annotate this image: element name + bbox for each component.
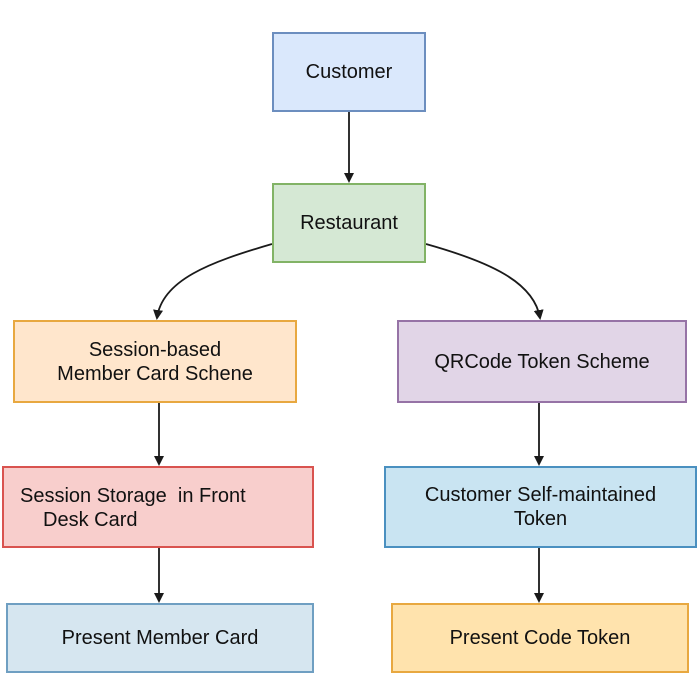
node-restaurant-label: Restaurant	[300, 212, 398, 234]
node-selftoken-label-line2: Token	[513, 508, 568, 530]
node-qrcode-token-scheme: QRCode Token Scheme	[397, 320, 687, 403]
node-storage-label-line2: Desk Card	[43, 509, 138, 531]
node-selftoken-label: Customer Self-maintained Token	[425, 483, 656, 531]
node-codetoken-label: Present Code Token	[449, 627, 631, 649]
node-session-label-line1: Session-based	[88, 338, 222, 361]
node-customer-self-maintained-token: Customer Self-maintained Token	[384, 466, 697, 548]
node-storage-label: Session Storage in Front Desk Card	[20, 484, 246, 532]
node-restaurant: Restaurant	[272, 183, 426, 263]
node-session-label-line2: Member Card Schene	[57, 362, 253, 385]
node-session-label: Session-based Member Card Schene	[57, 338, 253, 386]
node-customer-label: Customer	[305, 61, 393, 83]
node-present-member-card: Present Member Card	[6, 603, 314, 673]
node-session-storage: Session Storage in Front Desk Card	[2, 466, 314, 548]
node-present-code-token: Present Code Token	[391, 603, 689, 673]
edge-restaurant-session	[153, 243, 273, 320]
node-storage-label-line1: Session Storage in Front	[20, 485, 246, 507]
node-qrcode-label: QRCode Token Scheme	[434, 350, 650, 373]
node-selftoken-label-line1: Customer Self-maintained	[424, 484, 657, 506]
node-session-based-member-card: Session-based Member Card Schene	[13, 320, 297, 403]
edge-restaurant-qrcode	[425, 243, 544, 320]
node-member-label: Present Member Card	[61, 627, 259, 649]
node-customer: Customer	[272, 32, 426, 112]
